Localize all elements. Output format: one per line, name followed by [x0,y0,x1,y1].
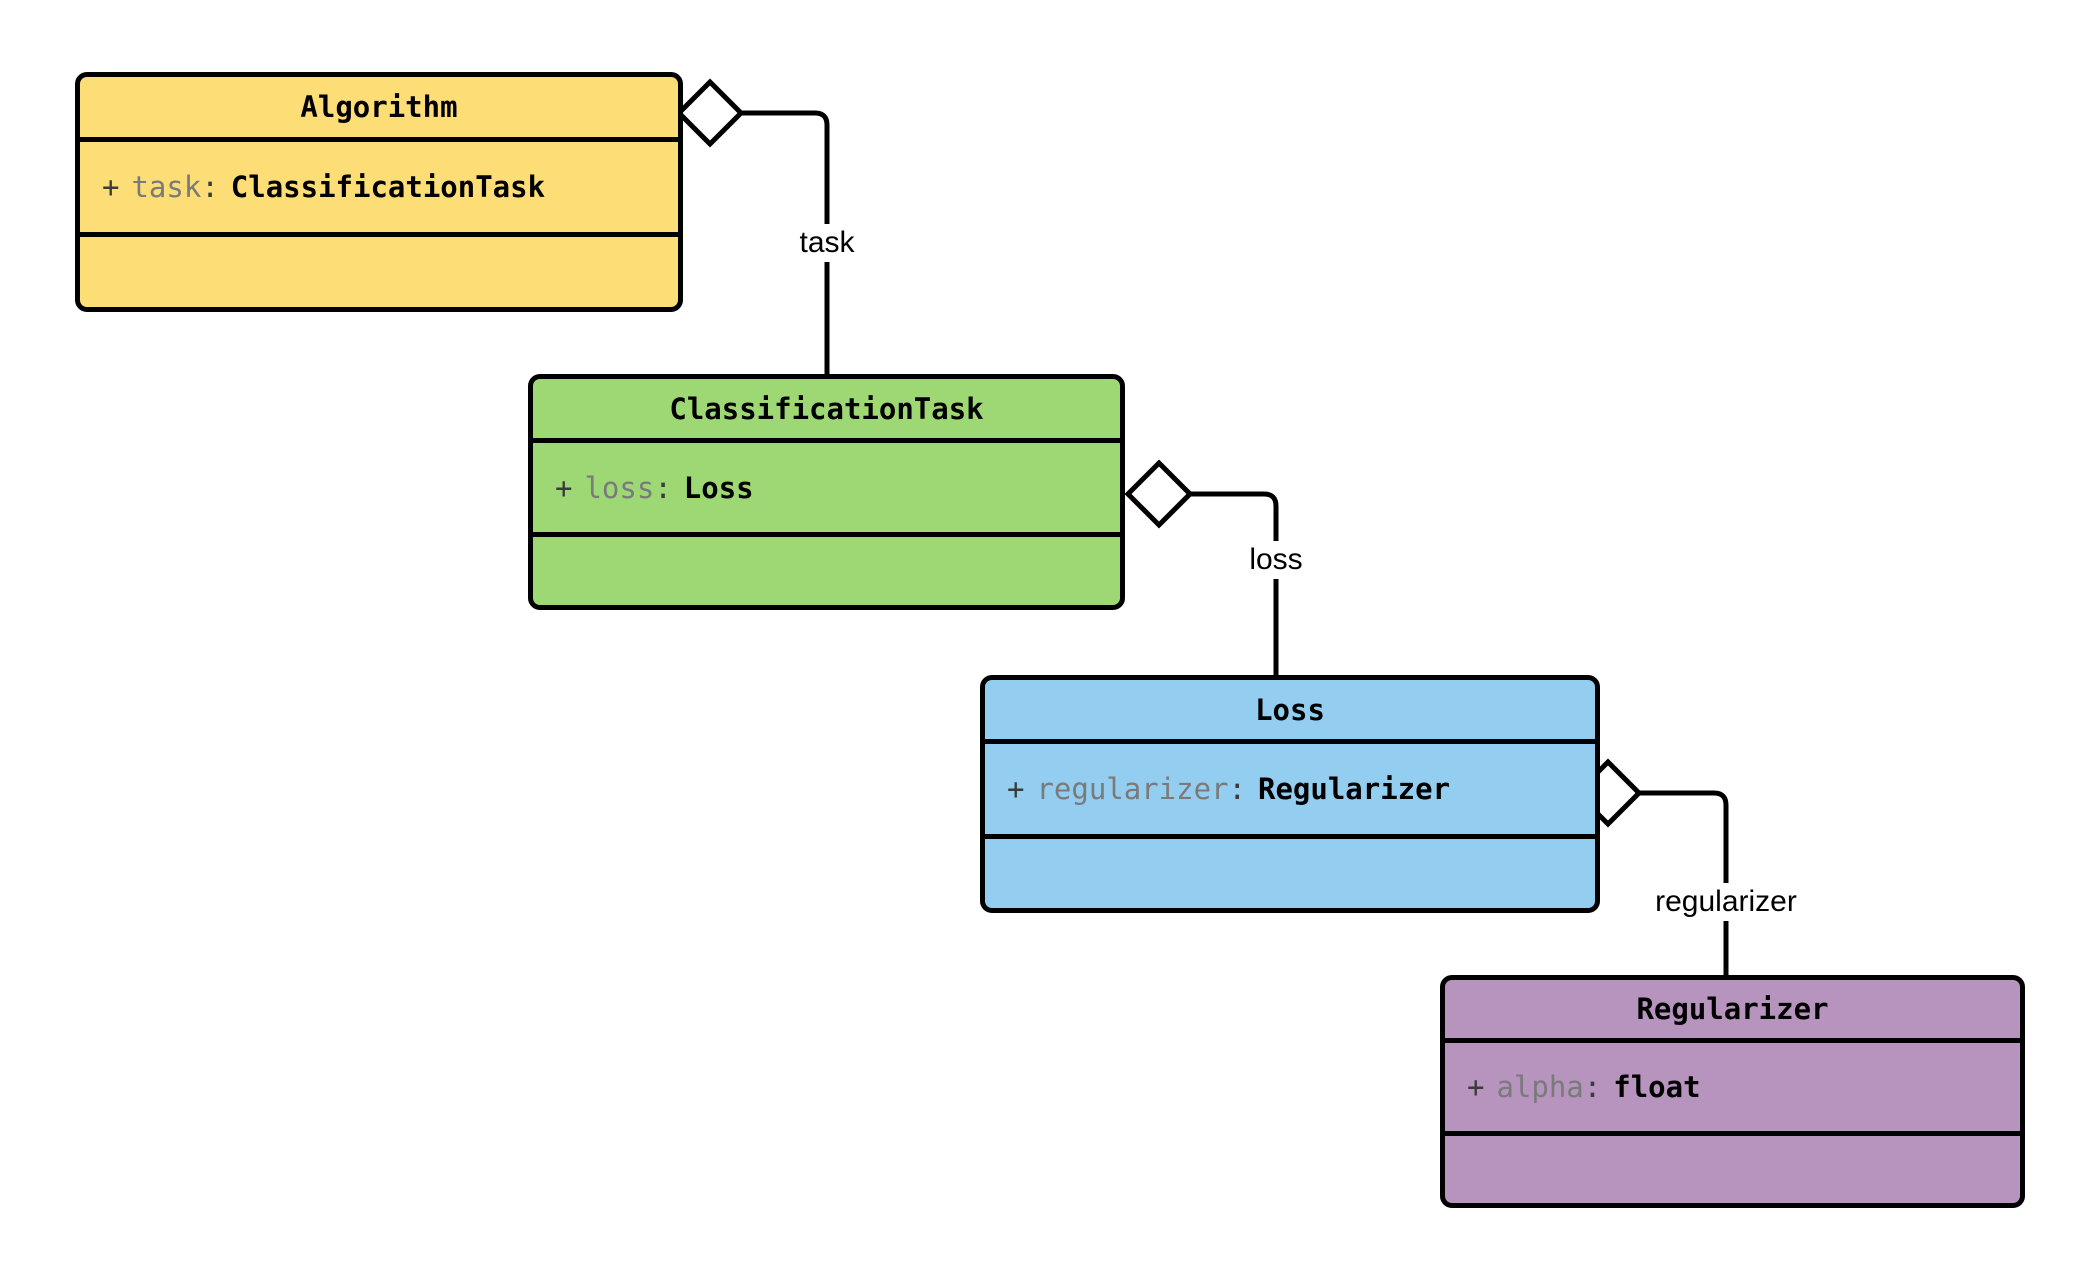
class-methods-loss [985,839,1595,908]
class-title-loss: Loss [985,680,1595,744]
attribute-name: alpha [1496,1070,1584,1104]
relation-line-loss [1190,491,1279,675]
class-methods-classificationtask [533,537,1120,605]
class-attributes-classificationtask: + loss: Loss [533,443,1120,537]
attribute-type: Loss [683,470,754,505]
uml-class-loss[interactable]: Loss + regularizer: Regularizer [980,675,1600,913]
uml-class-regularizer[interactable]: Regularizer + alpha: float [1440,975,2025,1208]
class-methods-algorithm [80,237,678,307]
attribute-type: float [1613,1070,1701,1104]
relation-label-task: task [795,224,859,262]
attribute-visibility: + [1467,1070,1485,1104]
uml-class-algorithm[interactable]: Algorithm + task: ClassificationTask [75,72,683,312]
relation-label-loss: loss [1245,541,1307,579]
attribute-colon: : [1583,1070,1602,1104]
attribute-type: ClassificationTask [230,170,546,204]
attribute-colon: : [654,470,672,505]
relation-label-regularizer: regularizer [1651,883,1801,921]
attribute-colon: : [1228,772,1246,806]
class-attributes-algorithm: + task: ClassificationTask [80,142,678,237]
attribute-name: loss [584,470,655,505]
class-attributes-regularizer: + alpha: float [1445,1043,2020,1136]
class-attributes-loss: + regularizer: Regularizer [985,744,1595,839]
attribute-name: task [131,170,202,204]
attribute-name: regularizer [1036,772,1229,806]
class-methods-regularizer [1445,1136,2020,1203]
attribute-colon: : [201,170,219,204]
attribute-visibility: + [555,470,573,505]
attribute-visibility: + [102,170,120,204]
uml-class-classificationtask[interactable]: ClassificationTask + loss: Loss [528,374,1125,610]
aggregation-diamond-task [675,78,745,148]
attribute-type: Regularizer [1258,772,1451,806]
class-title-algorithm: Algorithm [80,77,678,142]
aggregation-diamond-loss [1124,459,1194,529]
attribute-visibility: + [1007,772,1025,806]
class-title-classificationtask: ClassificationTask [533,379,1120,443]
class-title-regularizer: Regularizer [1445,980,2020,1043]
